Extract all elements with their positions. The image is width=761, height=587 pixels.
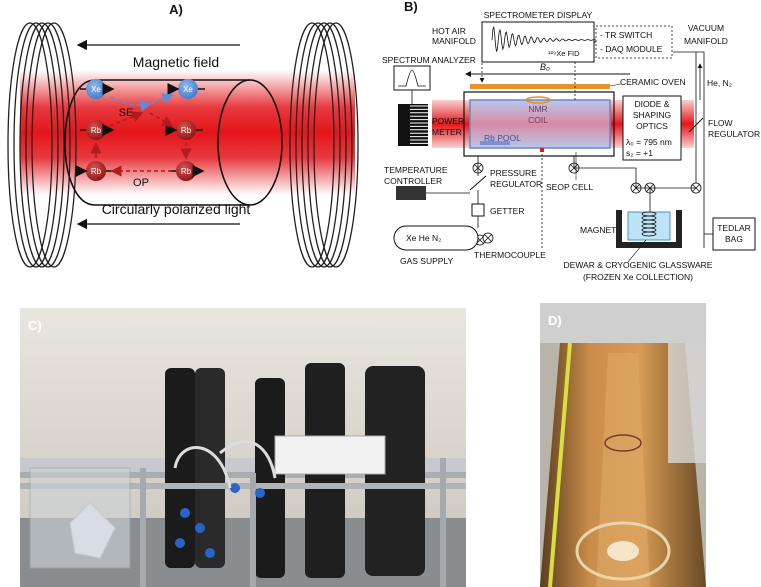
spectrum-peak-icon [398, 69, 426, 87]
panel-a-diagram: A) Magnetic field Circularly polarized l… [7, 2, 359, 268]
se-transfer-arrow [149, 93, 174, 105]
right-coil [289, 22, 359, 268]
ceramic-oven [463, 91, 615, 157]
power-meter-label: POWER [432, 116, 464, 126]
getter [471, 203, 485, 217]
leader-line [627, 239, 647, 263]
diode-label: OPTICS [636, 121, 668, 131]
gas-mix-label: Xe He N₂ [406, 233, 441, 243]
panel-a-label: A) [169, 2, 183, 17]
setup-photo-illustration [20, 308, 466, 587]
ceramic-oven-label: CERAMIC OVEN [620, 77, 686, 87]
xe-atom [167, 79, 205, 99]
xe-label: Xe [91, 85, 101, 94]
dewar-label: DEWAR & CRYOGENIC GLASSWARE [564, 260, 713, 270]
he-n2-label: He, N₂ [707, 78, 732, 88]
panel-b-schematic: B) SPECTROMETER DISPLAY HOT AIR MANIFOLD… [382, 0, 760, 282]
rb-label: Rb [181, 126, 192, 135]
hot-air-label: HOT AIR [432, 26, 466, 36]
temperature-controller-label: TEMPERATURE [384, 165, 448, 175]
rb-atom [80, 120, 115, 140]
fid-label: ¹²⁹Xe FID [548, 49, 580, 58]
oven-heater-bar [470, 84, 610, 89]
vacuum-label: VACUUM [688, 23, 724, 33]
panel-d-photo: D) [540, 303, 706, 587]
thermocouple-label: THERMOCOUPLE [474, 250, 546, 260]
pressure-regulator-symbol [469, 175, 487, 191]
magnet [616, 210, 682, 248]
se-label: SE [119, 107, 134, 119]
dewar-label: (FROZEN Xe COLLECTION) [583, 272, 693, 282]
sz-label: s₂ = +1 [626, 148, 653, 158]
getter-label: GETTER [490, 206, 524, 216]
daq-label: - DAQ MODULE [600, 44, 663, 54]
nmr-coil [525, 96, 551, 104]
xe-atom [80, 79, 115, 99]
flow-regulator-symbol [688, 117, 704, 133]
left-coil [7, 22, 77, 268]
diode-optics-box [622, 95, 682, 161]
seop-cell [469, 99, 611, 149]
tr-daq-box [595, 25, 673, 59]
panel-d-label: D) [548, 313, 562, 328]
rb-atom [165, 120, 203, 140]
b0-label: B₀ [540, 62, 550, 72]
magnet-label: MAGNET [580, 225, 616, 235]
pressure-regulator-label: PRESSURE [490, 168, 537, 178]
flow-regulator-label: FLOW [708, 118, 733, 128]
xe-label: Xe [183, 85, 193, 94]
vacuum-label: MANIFOLD [684, 36, 728, 46]
spectrometer-label: SPECTROMETER DISPLAY [484, 10, 593, 20]
hot-air-label: MANIFOLD [432, 36, 476, 46]
power-meter [398, 104, 428, 146]
diode-label: SHAPING [633, 110, 671, 120]
lambda-label: λ₀ = 795 nm [626, 137, 672, 147]
panel-c-label: C) [28, 318, 42, 333]
rb-label: Rb [181, 167, 192, 176]
op-label: OP [133, 177, 149, 189]
thermocouple-tip [540, 148, 544, 152]
tedlar-label: BAG [725, 234, 743, 244]
fid-signal [491, 25, 601, 52]
se-transfer-arrow [109, 96, 152, 112]
pressure-regulator-label: REGULATOR [490, 179, 542, 189]
dewar [627, 211, 671, 241]
cryogenic-coil [641, 211, 657, 237]
light-label: Circularly polarized light [102, 201, 251, 217]
leader-line [609, 83, 622, 87]
spectrometer-display [481, 21, 595, 63]
tedlar-bag [712, 217, 756, 251]
se-transfer-arrow [109, 111, 144, 127]
rb-transfer-arrow [149, 112, 174, 127]
oven-photo-illustration [540, 303, 706, 587]
rb-label: Rb [91, 126, 102, 135]
tedlar-label: TEDLAR [717, 223, 751, 233]
nmr-coil-label: NMR [528, 104, 547, 114]
tr-switch-label: - TR SWITCH [600, 30, 652, 40]
temperature-controller [396, 186, 426, 200]
temperature-controller-label: CONTROLLER [384, 176, 442, 186]
gas-supply-label: GAS SUPPLY [400, 256, 454, 266]
rb-pool-label: Rb POOL [484, 133, 521, 143]
gas-line [573, 156, 637, 188]
magnetic-field-label: Magnetic field [133, 54, 219, 70]
power-meter-label: METER [432, 127, 462, 137]
nmr-coil-label: COIL [528, 115, 548, 125]
flow-regulator-label: REGULATOR [708, 129, 760, 139]
gas-cylinder [393, 225, 479, 251]
vacuum-line [673, 51, 705, 248]
panel-c-photo: C) [20, 308, 466, 587]
rb-pool [480, 141, 510, 145]
spectrum-analyzer-label: SPECTRUM ANALYZER [382, 55, 476, 65]
rb-label: Rb [91, 167, 102, 176]
diode-label: DIODE & [635, 99, 670, 109]
seop-cell-label: SEOP CELL [546, 182, 593, 192]
seop-cell-cylinder [64, 79, 283, 206]
panel-b-label: B) [404, 0, 418, 14]
